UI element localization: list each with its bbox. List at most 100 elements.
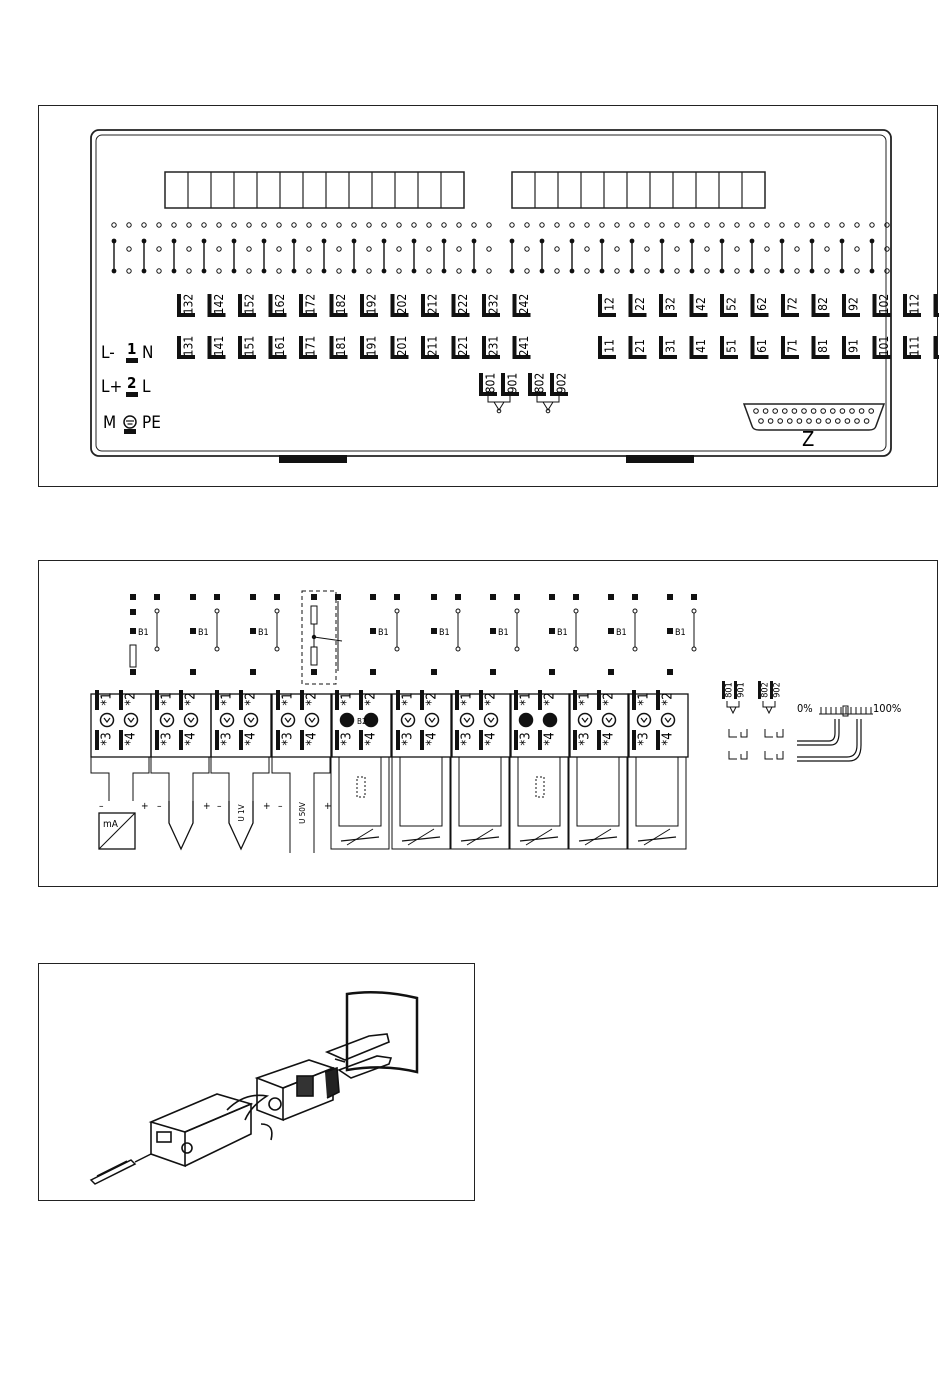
housing-foot-right (626, 455, 694, 463)
channel-terminal-label: *3 (100, 732, 115, 745)
screw-terminal-icon (363, 712, 379, 728)
terminal-right-upper-22: 22 (628, 294, 647, 317)
label-l-minus: L- (101, 343, 115, 363)
fuse-b1-label: B1 (439, 628, 450, 638)
terminal-right-upper-12: 12 (598, 294, 617, 317)
channel-terminal-label: *1 (160, 692, 175, 705)
terminal-left-upper-172: 172 (299, 294, 318, 317)
rtd-sensor-icon (578, 836, 618, 842)
screw-terminal-icon (219, 712, 235, 728)
fuse-b1-label: B1 (616, 628, 627, 638)
terminal-right-upper-122-text: 122 (938, 294, 939, 315)
channel-1: B1*1*2*3*4–+mA (90, 594, 160, 850)
channel-terminal-label: *4 (305, 732, 320, 745)
terminal-right-upper-62-text: 62 (755, 297, 769, 311)
terminal-right-upper: 122232425262728292102112122 (598, 294, 939, 317)
terminal-left-upper-182-text: 182 (334, 294, 348, 315)
terminal-left-lower-151-text: 151 (243, 336, 257, 357)
label-m: M (103, 413, 116, 433)
terminal-left-upper-182: 182 (329, 294, 348, 317)
terminal-left-upper-162-text: 162 (273, 294, 287, 315)
terminal-left-upper-142-text: 142 (212, 294, 226, 315)
terminal-left-lower-191-text: 191 (365, 336, 379, 357)
label-pe: PE (142, 413, 161, 433)
terminal-left-lower-201: 201 (390, 336, 409, 359)
terminal-left-lower-241-text: 241 (517, 336, 531, 357)
terminal-left-upper-212: 212 (421, 294, 440, 317)
terminal-left-lower-151: 151 (238, 336, 257, 359)
label-l: L (142, 377, 151, 397)
terminal-right-lower-121-text: 121 (938, 336, 939, 357)
terminal-pin-icon (324, 1033, 393, 1079)
terminal-left-lower-211-text: 211 (426, 336, 440, 357)
percent-100-label: 100% (873, 702, 901, 715)
terminal-1-label: 1 (127, 340, 136, 358)
cover-cap-icon (148, 1093, 273, 1168)
terminal-left-lower-141-text: 141 (212, 336, 226, 357)
thermocouple-icon (228, 801, 254, 851)
minus-sign: – (278, 801, 283, 812)
terminal-right-upper-12-text: 12 (603, 297, 617, 311)
connector-assembly-panel (38, 963, 475, 1201)
terminal-right-upper-72: 72 (781, 294, 800, 317)
channel-terminal-label: *2 (364, 692, 379, 705)
legend-relay-terminal: 901 (737, 682, 747, 697)
channel-terminal-label: *1 (519, 692, 534, 705)
channel-terminal-label: *3 (220, 732, 235, 745)
screw-terminal-icon (159, 712, 175, 728)
terminal-right-lower-41: 41 (689, 336, 708, 359)
wiring-diagram-drawing: B1*1*2*3*4–+mAB1*1*2*3*4–+B1*1*2*3*4–+U … (90, 590, 901, 853)
terminal-left-lower-141: 141 (207, 336, 226, 359)
terminal-left-upper-212-text: 212 (426, 294, 440, 315)
channel-3: B1*1*2*3*4–+U 1V (210, 594, 280, 851)
terminal-2-label: 2 (127, 374, 136, 392)
channel-terminal-label: *3 (281, 732, 296, 745)
screw-terminal-icon (424, 712, 440, 728)
setpoint-arrow-1-icon (797, 719, 836, 742)
screwdriver-icon (89, 1153, 152, 1185)
terminal-left-lower-131-text: 131 (182, 336, 196, 357)
channel-10: B1*1*2*3*4 (627, 594, 697, 850)
channel-terminal-label: *2 (602, 692, 617, 705)
terminal-left-upper-242-text: 242 (517, 294, 531, 315)
ma-source-icon (98, 812, 136, 850)
potentiometer-icon (356, 776, 366, 798)
potentiometer-icon (535, 776, 545, 798)
housing-outline (90, 129, 892, 457)
channel-terminal-label: *4 (602, 732, 617, 745)
terminal-right-upper-52: 52 (720, 294, 739, 317)
screw-terminal-icon (304, 712, 320, 728)
minus-sign: – (217, 801, 222, 812)
screw-terminal-icon (542, 712, 558, 728)
channel-terminal-label: *2 (305, 692, 320, 705)
terminal-right-upper-52-text: 52 (725, 297, 739, 311)
terminal-left-upper-202-text: 202 (395, 294, 409, 315)
terminal-right-upper-92-text: 92 (847, 297, 861, 311)
terminal-right-upper-102-text: 102 (877, 294, 891, 315)
led-segment-row-left (164, 171, 465, 209)
terminal-right-lower-11-text: 11 (603, 339, 617, 353)
terminal-right-upper-72-text: 72 (786, 297, 800, 311)
channel-2: B1*1*2*3*4–+ (150, 594, 220, 851)
terminal-right-upper-92: 92 (842, 294, 861, 317)
channel-terminal-label: *1 (281, 692, 296, 705)
screw-terminal-icon (280, 712, 296, 728)
relay-terminal-801-text: 801 (484, 373, 498, 394)
channel-terminal-label: *2 (484, 692, 499, 705)
label-l-plus: L+ (101, 377, 122, 397)
channel-terminal-label: *3 (460, 732, 475, 745)
channel-terminal-label: *1 (401, 692, 416, 705)
channel-terminal-label: *1 (460, 692, 475, 705)
terminal-left-lower-131: 131 (177, 336, 196, 359)
relay-terminal-802-text: 802 (533, 373, 547, 394)
terminal-right-upper-22-text: 22 (633, 297, 647, 311)
terminal-right-lower-51: 51 (720, 336, 739, 359)
channel-terminal-label: *1 (578, 692, 593, 705)
screw-terminal-icon (123, 712, 139, 728)
ground-symbol-icon (123, 415, 137, 434)
channel-terminal-label: *2 (244, 692, 259, 705)
channel-terminal-label: *3 (340, 732, 355, 745)
